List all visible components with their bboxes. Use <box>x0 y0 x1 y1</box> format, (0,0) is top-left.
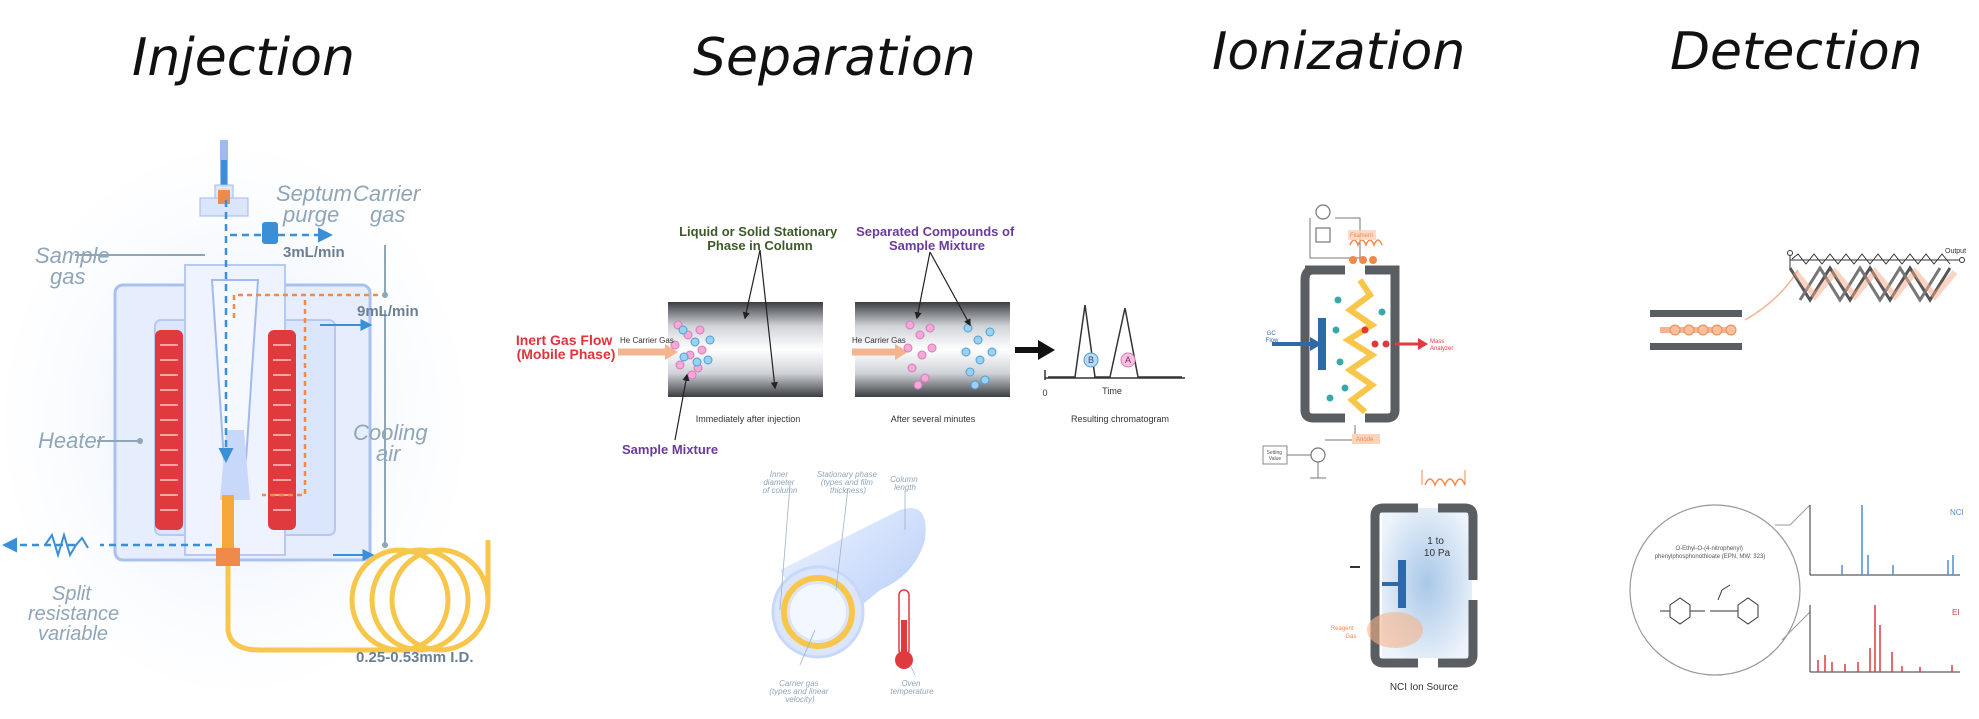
column-length-label: Column length <box>890 475 920 492</box>
split-resistance-label: Split resistance variable <box>28 583 125 645</box>
separation-column-diagram <box>618 249 1185 441</box>
anode-label: Anode <box>1356 437 1374 443</box>
stationary-phase-label: Liquid or Solid Stationary Phase in Colu… <box>679 224 841 253</box>
caption-after-minutes: After several minutes <box>891 414 976 424</box>
compound-label: O-Ethyl-O-(4-nitrophenyl) phenylphosphon… <box>1655 546 1766 560</box>
mass-analyzer-label: Mass Analyzer <box>1430 339 1453 352</box>
gc-flow-label: GC Flow <box>1266 331 1279 344</box>
peak-a-label: A <box>1125 355 1131 365</box>
time-axis-label: Time <box>1102 386 1122 396</box>
column-id-label: 0.25-0.53mm I.D. <box>356 649 474 666</box>
nci-ion-source <box>1350 470 1478 668</box>
nci-spectrum-label: NCI <box>1950 508 1964 517</box>
stationary-types-label: Stationary phase (types and film thickne… <box>817 470 879 495</box>
inner-diameter-label: Inner diameter of column <box>763 470 798 495</box>
ei-spectrum-label: EI <box>1952 608 1960 617</box>
separated-compounds-label: Separated Compounds of Sample Mixture <box>856 224 1018 253</box>
flow-9ml-label: 9mL/min <box>357 303 419 320</box>
reagent-gas-label: Reagent Gas <box>1331 626 1357 640</box>
flow-3ml-label: 3mL/min <box>283 244 345 261</box>
ei-ion-source <box>1262 204 1428 479</box>
he-carrier-label-2: He Carrier Gas <box>852 336 906 345</box>
filament-label: Filament <box>1350 233 1373 239</box>
nci-source-label: NCI Ion Source <box>1390 682 1459 693</box>
sample-mixture-label: Sample Mixture <box>622 442 718 457</box>
carrier-gas-types-label: Carrier gas (types and linear velocity) <box>769 679 830 704</box>
separation-title: Separation <box>693 28 976 88</box>
septum-purge-label: Septum purge <box>276 181 358 227</box>
injector-diagram <box>1 140 491 690</box>
sample-gas-label: Sample gas <box>35 243 116 289</box>
pressure-label: 1 to 10 Pa <box>1424 536 1451 559</box>
ionization-title: Ionization <box>1212 22 1466 82</box>
column-cross-section <box>771 484 926 676</box>
mass-spectra <box>1629 504 1960 676</box>
he-carrier-label-1: He Carrier Gas <box>620 336 674 345</box>
carrier-gas-label: Carrier gas <box>353 181 426 227</box>
detection-title: Detection <box>1670 22 1923 82</box>
heater-label: Heater <box>38 428 106 453</box>
setting-value-label: Setting Value <box>1267 450 1284 462</box>
electron-multiplier <box>1650 250 1965 350</box>
output-label: Output <box>1945 248 1966 255</box>
injection-title: Injection <box>132 28 355 88</box>
oven-temperature-label: Oven temperature <box>890 679 934 696</box>
zero-label: 0 <box>1042 388 1047 398</box>
inert-gas-label: Inert Gas Flow (Mobile Phase) <box>516 332 616 362</box>
cooling-air-label: Cooling air <box>353 420 434 466</box>
peak-b-label: B <box>1088 355 1094 365</box>
caption-chromatogram: Resulting chromatogram <box>1071 414 1169 424</box>
caption-immediately: Immediately after injection <box>696 414 801 424</box>
